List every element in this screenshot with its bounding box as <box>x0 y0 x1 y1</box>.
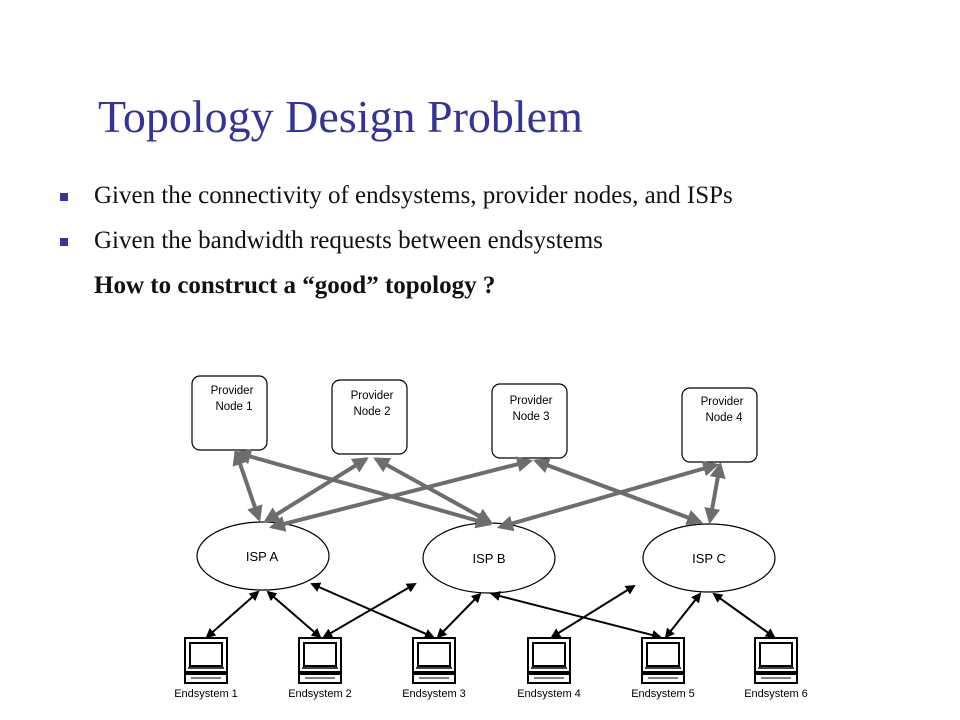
provider-node-1: Provider Node 1 <box>191 375 268 451</box>
link-p4-ispb <box>496 460 720 532</box>
isp-b: ISP B <box>422 522 556 594</box>
provider-node-2-sublabel: Node 2 <box>353 406 390 418</box>
endsystem-6: Endsystem 6 <box>744 637 808 700</box>
provider-isp-links <box>232 448 726 532</box>
provider-node-3-label: Provider <box>510 395 553 407</box>
isp-endsystem-links <box>205 582 776 640</box>
isp-c-label: ISP C <box>692 551 726 566</box>
isp-c: ISP C <box>642 523 776 593</box>
computer-icon <box>527 637 571 684</box>
computer-icon <box>641 637 685 684</box>
provider-node-1-label: Provider <box>211 385 254 397</box>
isp-a-label: ISP A <box>246 549 279 564</box>
link-p2-ispb <box>373 457 493 524</box>
endsystem-3-label: Endsystem 3 <box>402 688 466 700</box>
provider-node-4-label: Provider <box>701 396 744 408</box>
computer-icon <box>298 637 342 684</box>
link-ispa-es3 <box>310 582 435 639</box>
slide-title: Topology Design Problem <box>98 91 583 142</box>
computer-icon <box>754 637 798 684</box>
bullet-text: Given the bandwidth requests between end… <box>94 227 603 254</box>
endsystem-4: Endsystem 4 <box>517 637 581 700</box>
endsystem-4-label: Endsystem 4 <box>517 688 581 700</box>
link-ispc-es5 <box>664 592 702 639</box>
link-p4-ispc <box>704 461 726 525</box>
link-ispc-es6 <box>712 592 776 639</box>
provider-node-2: Provider Node 2 <box>331 379 408 455</box>
link-ispb-es5 <box>490 591 662 640</box>
provider-node-4-sublabel: Node 4 <box>705 412 743 424</box>
link-ispb-es2 <box>322 582 417 639</box>
link-ispa-es2 <box>266 590 322 639</box>
link-p3-ispa <box>268 456 534 532</box>
isp-b-label: ISP B <box>472 551 505 566</box>
bullet-marker-icon <box>60 193 68 201</box>
provider-node-3: Provider Node 3 <box>491 383 568 459</box>
endsystem-5-label: Endsystem 5 <box>631 688 695 700</box>
provider-node-3-sublabel: Node 3 <box>512 411 549 423</box>
isp-a: ISP A <box>196 521 330 591</box>
endsystem-2: Endsystem 2 <box>288 637 352 700</box>
link-p2-ispa <box>263 457 369 523</box>
endsystem-3: Endsystem 3 <box>402 637 466 700</box>
question-text: How to construct a “good” topology ? <box>94 272 496 299</box>
provider-node-1-sublabel: Node 1 <box>215 401 252 413</box>
endsystem-5: Endsystem 5 <box>631 637 695 700</box>
computer-icon <box>412 637 456 684</box>
bullet-marker-icon <box>60 238 68 246</box>
computer-icon <box>184 637 228 684</box>
endsystem-1-label: Endsystem 1 <box>174 688 238 700</box>
link-ispa-es1 <box>205 590 260 639</box>
link-p1-ispa <box>232 448 263 523</box>
link-ispc-es4 <box>550 584 636 639</box>
link-ispb-es3 <box>436 592 482 639</box>
provider-node-4: Provider Node 4 <box>681 387 758 463</box>
endsystem-6-label: Endsystem 6 <box>744 688 808 700</box>
provider-node-2-label: Provider <box>351 390 394 402</box>
bullet-text: Given the connectivity of endsystems, pr… <box>94 182 733 209</box>
endsystem-1: Endsystem 1 <box>174 637 238 700</box>
endsystem-2-label: Endsystem 2 <box>288 688 352 700</box>
